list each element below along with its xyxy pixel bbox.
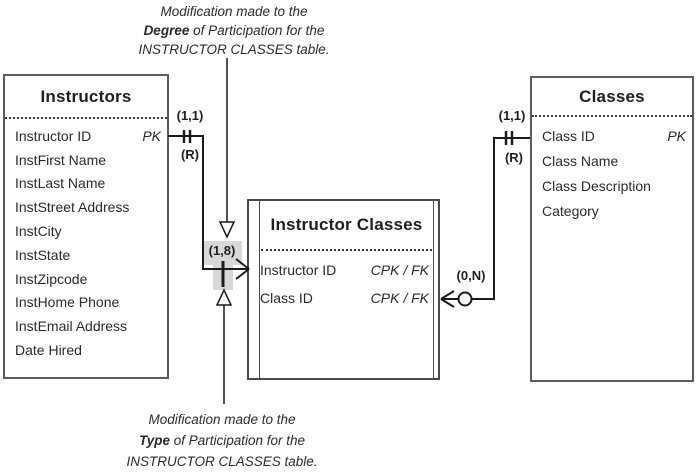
table-inner-border: Instructor Classes xyxy=(259,201,434,378)
field-row: Category xyxy=(542,199,686,224)
referential-rule-label-right: (R) xyxy=(504,150,524,165)
table-title: Instructor Classes xyxy=(270,215,423,234)
arrow-up-icon xyxy=(215,288,233,306)
field-row: InstFirst Name xyxy=(15,148,161,172)
key-designation: PK xyxy=(667,127,686,144)
annotation-line: Modification made to the xyxy=(160,4,308,19)
key-designation: CPK / FK xyxy=(370,262,429,278)
crows-foot-right xyxy=(440,290,458,308)
field-row: Class Description xyxy=(542,173,686,198)
field-name: InstZipcode xyxy=(15,270,88,287)
one-and-only-one-symbol-left xyxy=(182,130,192,143)
field-name: Class ID xyxy=(542,127,595,144)
field-name: Class Name xyxy=(542,152,619,169)
field-list: Instructor ID CPK / FK Class ID CPK / FK xyxy=(260,256,429,312)
field-name: InstLast Name xyxy=(15,175,106,192)
annotation-degree: Modification made to the Degree of Parti… xyxy=(114,2,354,59)
table-title: Classes xyxy=(579,86,645,106)
arrow-down-icon xyxy=(218,221,236,239)
type-highlight xyxy=(213,265,233,290)
field-row: Class ID PK xyxy=(542,123,686,148)
annotation-line: Modification made to the xyxy=(148,412,296,427)
field-name: InstCity xyxy=(15,223,62,240)
field-row: InstEmail Address xyxy=(15,314,161,338)
referential-rule-label-left: (R) xyxy=(180,147,200,162)
field-name: Instructor ID xyxy=(15,127,92,144)
annotation-type: Modification made to the Type of Partici… xyxy=(102,409,342,472)
field-name: InstStreet Address xyxy=(15,199,130,216)
field-row: InstState xyxy=(15,243,161,267)
table-classes: Classes Class ID PK Class Name Class Desc… xyxy=(530,76,694,382)
annotation-line: of Participation for the xyxy=(189,23,325,38)
field-name: Class Description xyxy=(542,177,651,194)
field-row: InstStreet Address xyxy=(15,195,161,219)
field-row: Instructor ID PK xyxy=(15,124,161,148)
annotation-line: INSTRUCTOR CLASSES table. xyxy=(126,454,318,469)
table-title: Instructors xyxy=(40,86,132,106)
annotation-line: of Participation for the xyxy=(169,433,306,448)
table-header: Classes xyxy=(532,78,692,117)
field-row: Date Hired xyxy=(15,338,161,362)
field-name: Category xyxy=(542,203,599,220)
degree-of-participation-label-right: (0,N) xyxy=(456,268,486,283)
field-name: Date Hired xyxy=(15,342,82,359)
degree-of-participation-label: (1,8) xyxy=(208,243,236,258)
field-row: InstCity xyxy=(15,219,161,243)
annotation-bold-word: Degree xyxy=(143,23,190,38)
table-header: Instructor Classes xyxy=(261,201,432,251)
field-row: InstLast Name xyxy=(15,172,161,196)
annotation-line: INSTRUCTOR CLASSES table. xyxy=(138,42,330,57)
field-name: InstState xyxy=(15,246,71,263)
one-and-only-one-symbol-right xyxy=(504,131,514,145)
field-row: Class ID CPK / FK xyxy=(260,284,429,312)
field-name: InstFirst Name xyxy=(15,151,107,168)
table-instructor-classes: Instructor Classes Instructor ID CPK / FK… xyxy=(247,199,440,380)
table-header: Instructors xyxy=(5,76,167,119)
key-designation: PK xyxy=(142,127,161,144)
table-instructors: Instructors Instructor ID PK InstFirst Na… xyxy=(3,74,169,379)
cardinality-label-left: (1,1) xyxy=(176,108,204,123)
field-row: Instructor ID CPK / FK xyxy=(260,256,429,284)
field-list: Instructor ID PK InstFirst Name InstLast … xyxy=(15,124,161,362)
field-row: InstZipcode xyxy=(15,267,161,291)
cardinality-label-right: (1,1) xyxy=(498,108,526,123)
key-designation: CPK / FK xyxy=(370,290,429,306)
field-name: Instructor ID xyxy=(260,262,337,278)
field-row: InstHome Phone xyxy=(15,291,161,315)
field-name: InstHome Phone xyxy=(15,294,120,311)
annotation-bold-word: Type xyxy=(138,433,170,448)
field-row: Class Name xyxy=(542,148,686,173)
optional-circle-symbol xyxy=(457,291,473,307)
field-name: InstEmail Address xyxy=(15,318,128,335)
field-name: Class ID xyxy=(260,290,313,306)
